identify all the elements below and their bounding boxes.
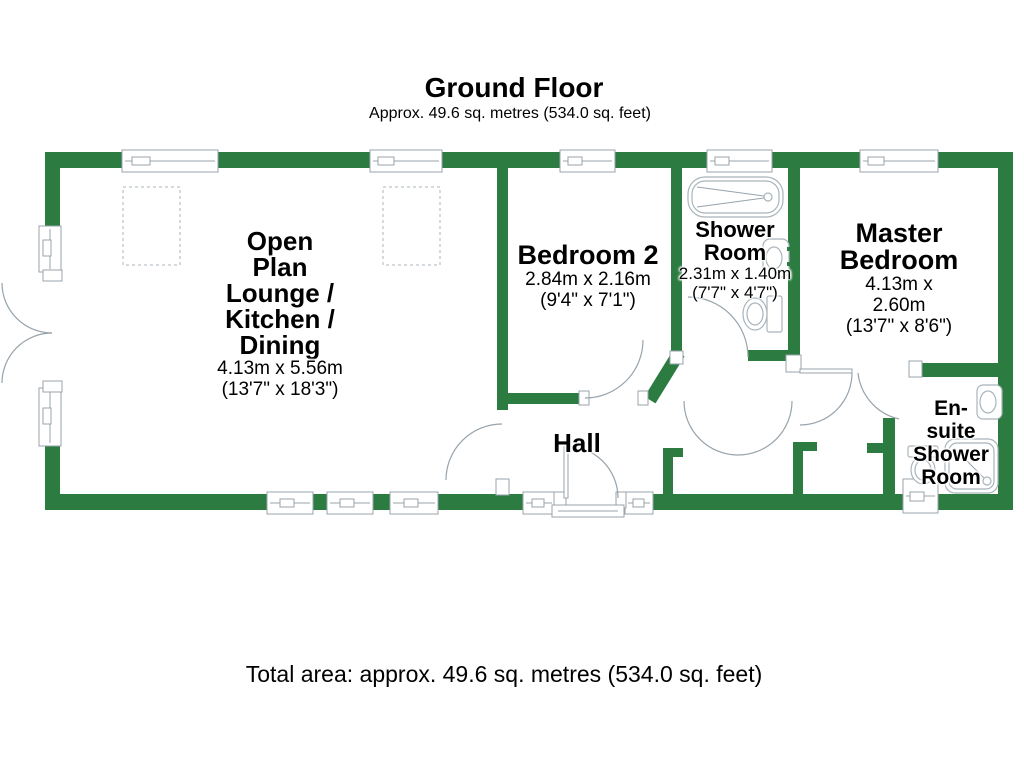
room-name-line: Bedroom (839, 245, 959, 275)
room-name-line: Plan (252, 252, 308, 282)
master-door-leaf (799, 368, 853, 374)
page-subtitle: Approx. 49.6 sq. metres (534.0 sq. feet) (369, 105, 651, 122)
jamb (42, 269, 63, 282)
window (266, 491, 314, 515)
front-door-leaf (563, 445, 569, 499)
wall-cupboard2-stub (867, 443, 883, 453)
french-door-opening (42, 280, 62, 384)
room-dims-metric: 4.13m x 5.56m (217, 358, 343, 379)
window (38, 225, 62, 273)
wall-cupboard-east-stub (793, 442, 817, 451)
room-name-line: Kitchen / (225, 304, 335, 334)
window (859, 149, 939, 173)
room-label-ensuite: En-suite Shower Room (913, 397, 989, 489)
wall-cupboard-west (663, 448, 673, 495)
room-name-line: En-suite (926, 397, 976, 443)
room-label-bedroom2: Bedroom 2 2.84m x 2.16m (9'4" x 7'1") (517, 240, 659, 312)
jamb (908, 360, 923, 378)
door-jambs (42, 269, 923, 511)
window (706, 149, 773, 173)
room-dims-imperial: (7'7" x 4'7") (692, 283, 778, 302)
room-dims-imperial: (13'7" x 8'6") (845, 316, 953, 337)
shower-room-basin-fixture (762, 238, 796, 278)
room-name-line: Shower (913, 443, 989, 466)
french-door-arc-bottom (1, 332, 53, 384)
wall-right (998, 152, 1013, 510)
jamb (42, 380, 63, 393)
shower-door-arc (687, 296, 749, 358)
room-label-hall: Hall (553, 430, 601, 456)
window (522, 491, 556, 515)
front-door-threshold (551, 504, 625, 518)
wall-cupboard-west-stub (663, 448, 683, 457)
bedroom2-door-arc (584, 339, 644, 399)
room-name-line: Master (855, 218, 943, 248)
window (389, 491, 439, 515)
ensuite-shower-tray-fixture (944, 438, 999, 494)
room-name-line: Lounge / (225, 278, 335, 308)
french-door-arc-top (1, 282, 53, 334)
jamb (495, 478, 510, 496)
room-name-line: Open (246, 226, 314, 256)
room-dims-metric: 2.84m x 2.16m (525, 269, 651, 290)
bath-fixture (687, 176, 784, 218)
cupboard-door-arc-left (683, 400, 739, 456)
wardrobe-dashed-left (122, 186, 181, 266)
room-name-line: Hall (553, 428, 601, 458)
master-door-arc (799, 372, 853, 426)
room-name-line: Shower (695, 217, 775, 242)
total-area-text: Total area: approx. 49.6 sq. metres (534… (245, 661, 763, 687)
ensuite-door-arc (857, 372, 900, 420)
wall-bedroom2-south (508, 393, 580, 404)
room-label-shower-room: Shower Room 2.31m x 1.40m (7'7" x 4'7") (679, 218, 791, 302)
wall-cupboard-east (793, 442, 803, 495)
cupboard-door-arc-right (737, 400, 793, 456)
window (559, 149, 616, 173)
room-name-line: Dining (239, 330, 321, 360)
door-swings (1, 282, 900, 499)
wall-ensuite-north (922, 363, 998, 377)
room-name-line: Room (703, 240, 767, 265)
room-name-line: Room (921, 466, 981, 489)
wall-shower-south (748, 350, 788, 361)
page-title: Ground Floor (424, 72, 604, 103)
windows-left (38, 225, 62, 447)
window (326, 491, 374, 515)
windows-bottom (266, 478, 939, 515)
wall-shower-west (671, 168, 682, 354)
windows-top (121, 149, 939, 173)
jamb (669, 350, 684, 365)
interior-walls (497, 168, 998, 496)
room-dims-imperial: (9'4" x 7'1") (540, 290, 636, 311)
room-label-lounge: Open Plan Lounge / Kitchen / Dining 4.13… (217, 228, 343, 400)
wall-lounge-divider (497, 168, 508, 410)
wardrobe-dashed-right (382, 186, 441, 266)
jamb (785, 354, 802, 373)
window (369, 149, 443, 173)
shower-room-toilet-fixture (742, 295, 783, 333)
room-dims-metric: 4.13m x 2.60m (865, 274, 933, 316)
room-dims-metric: 2.31m x 1.40m (678, 264, 792, 283)
lounge-door-arc (445, 423, 503, 481)
ensuite-toilet-fixture (907, 445, 939, 485)
jamb (637, 390, 649, 406)
window (121, 149, 219, 173)
wall-ensuite-west (883, 418, 895, 496)
room-dims-imperial: (13'7" x 18'3") (221, 379, 339, 400)
ensuite-basin-fixture (976, 384, 1003, 420)
window (38, 387, 62, 447)
front-door-arc (565, 445, 619, 499)
room-name-line: Bedroom 2 (517, 240, 659, 270)
window (624, 491, 654, 515)
room-label-master-bedroom: Master Bedroom 4.13m x 2.60m (13'7" x 8'… (837, 218, 962, 338)
